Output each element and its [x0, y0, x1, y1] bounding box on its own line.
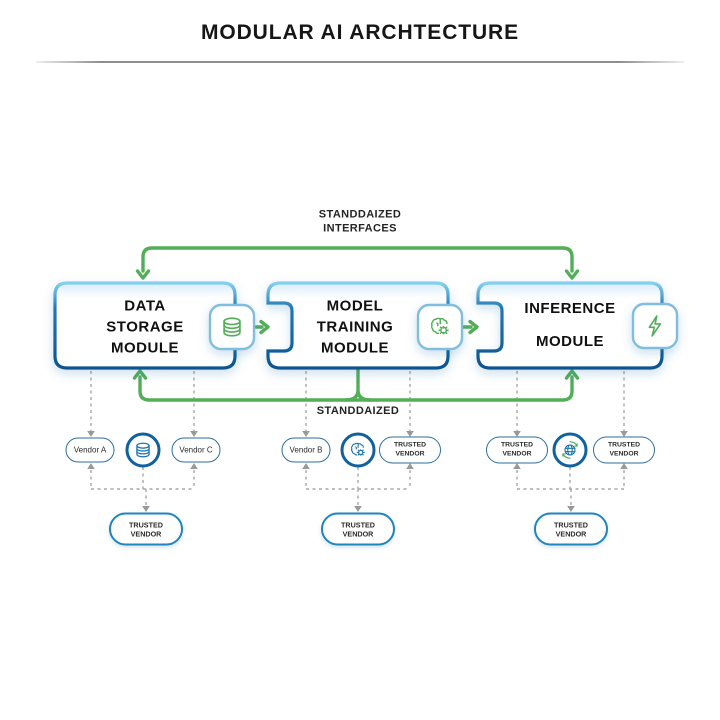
top-loop-arrow: [141, 246, 574, 273]
vendor-pill-a: Vendor A: [65, 437, 115, 463]
database-badge: [208, 303, 256, 351]
trusted-vendor-pill-training-right: TRUSTED VENDOR: [379, 436, 441, 464]
inference-module-title: INFERENCE MODULE: [524, 300, 616, 350]
data-storage-module-title: DATA STORAGE MODULE: [106, 297, 184, 357]
top-interface-label-line1: STANDDAIZED: [318, 208, 402, 221]
title-divider: [36, 61, 684, 63]
vendor-pill-b: Vendor B: [281, 437, 331, 463]
vendor-pill-c: Vendor C: [171, 437, 221, 463]
storage-to-training-arrow: [254, 319, 270, 335]
bottom-interface-label: STANDDAIZED: [316, 405, 400, 418]
top-interface-label: STANDDAIZED INTERFACES: [319, 208, 401, 236]
trusted-vendor-pill-inference: TRUSTED VENDOR: [534, 512, 608, 546]
dashed-connectors-group-3: [513, 371, 628, 512]
module-shapes: [53, 281, 664, 370]
data-storage-module-box: [53, 281, 237, 370]
module-badges: [208, 302, 679, 351]
green-interface-arrows: [132, 246, 580, 402]
trusted-vendor-pill-storage: TRUSTED VENDOR: [109, 512, 183, 546]
model-training-module-title: MODEL TRAINING MODULE: [316, 297, 394, 357]
top-interface-label-line2: INTERFACES: [323, 222, 397, 234]
hub-circle-inference: [552, 432, 588, 468]
bottom-loop-arrow: [138, 375, 574, 402]
lightning-badge: [631, 302, 679, 350]
trusted-vendor-pill-inference-left: TRUSTED VENDOR: [486, 436, 548, 464]
training-to-inference-arrow: [461, 319, 479, 335]
trusted-vendor-pill-training: TRUSTED VENDOR: [321, 512, 395, 546]
dashed-connectors-group-2: [302, 371, 414, 512]
page-title: MODULAR AI ARCHTECTURE: [200, 21, 520, 44]
trusted-vendor-pill-inference-right: TRUSTED VENDOR: [593, 436, 655, 464]
dashed-connectors-group-1: [87, 371, 198, 512]
hub-circle-storage: [125, 432, 161, 468]
